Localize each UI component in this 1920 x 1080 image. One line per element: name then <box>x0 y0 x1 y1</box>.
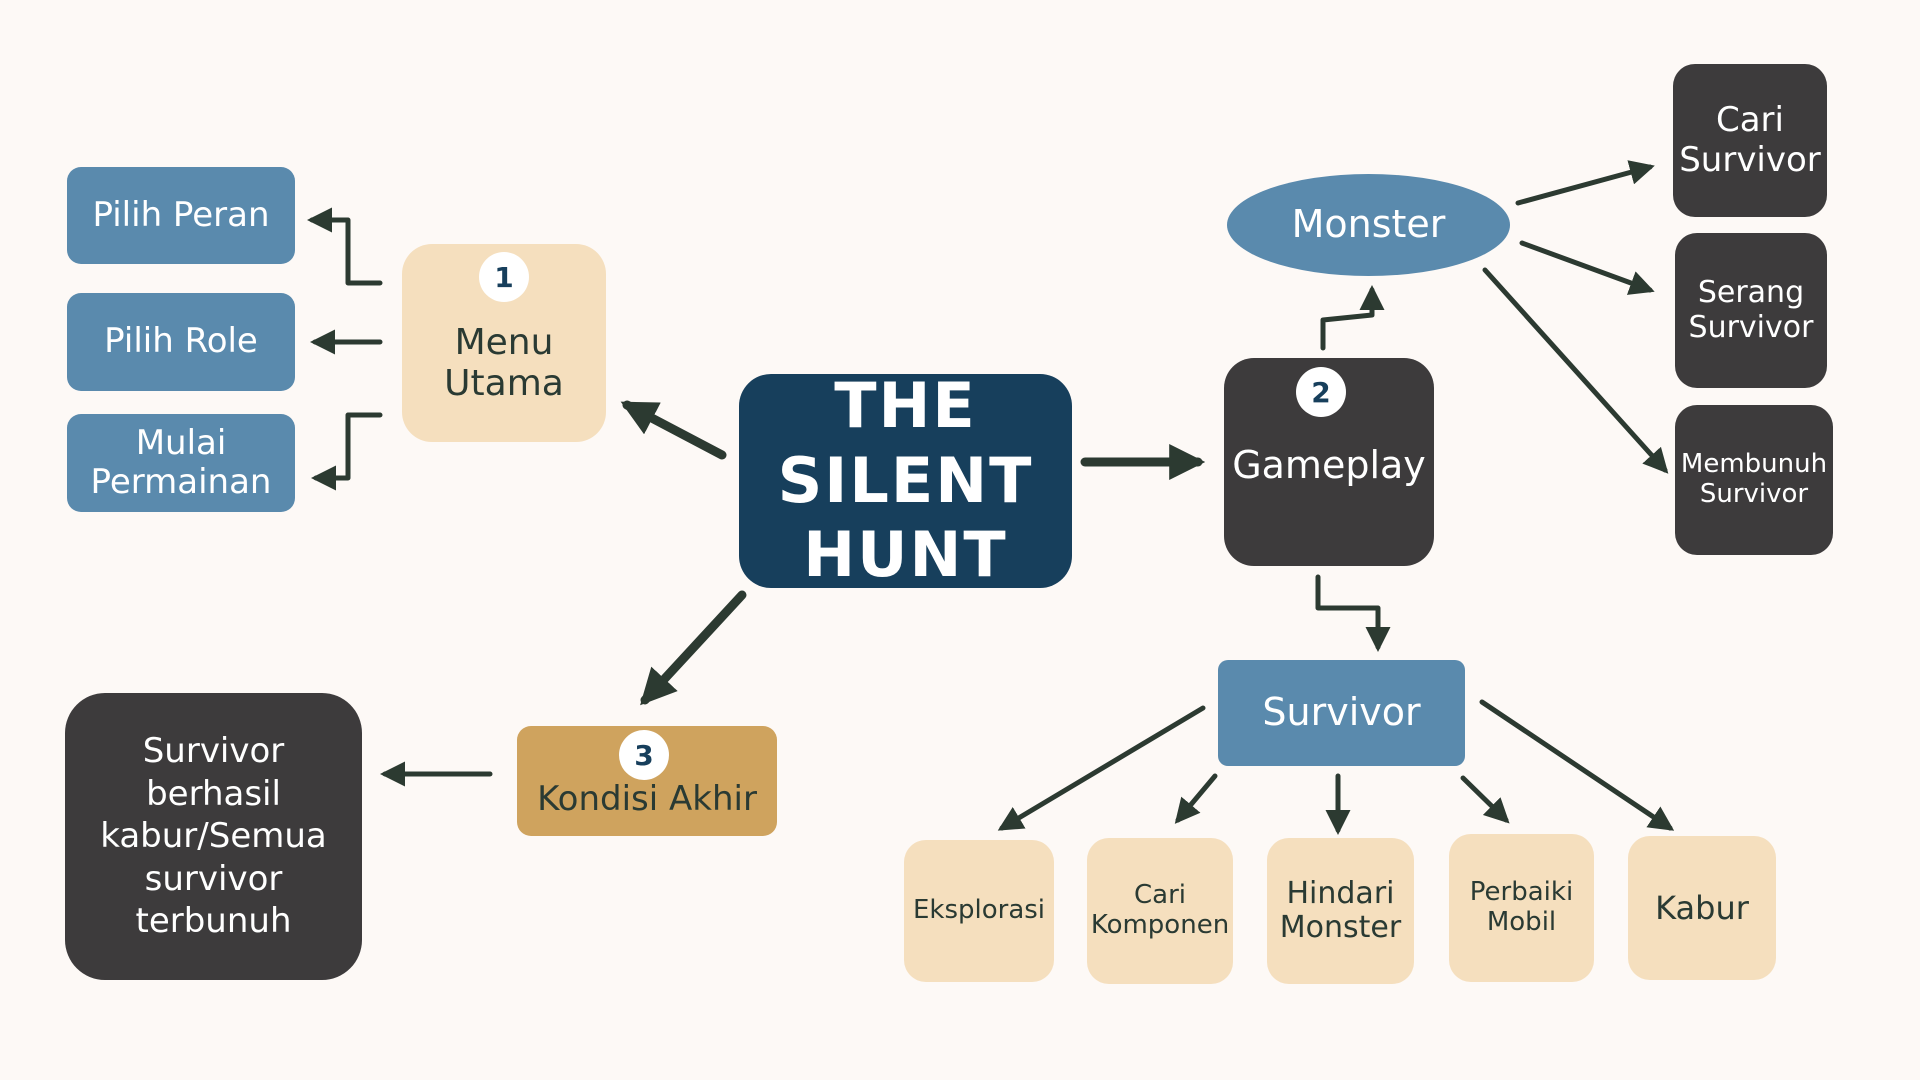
survivor-action-kabur: Kabur <box>1628 836 1776 980</box>
arrow-center-to-end <box>640 590 747 706</box>
arrow-survivor-to-eksplorasi <box>997 705 1206 831</box>
survivor-action-kabur-label: Kabur <box>1655 888 1749 927</box>
monster-action-cari-survivor: Cari Survivor <box>1673 64 1827 217</box>
arrow-monster-to-serang <box>1519 240 1655 295</box>
survivor-node: Survivor <box>1218 660 1465 766</box>
arrow-survivor-to-kabur <box>1479 699 1675 831</box>
menu-item-pilih-role: Pilih Role <box>67 293 295 391</box>
end-result-label: Survivor berhasil kabur/Semua survivor t… <box>100 731 327 942</box>
central-title: THE SILENT HUNT <box>777 369 1034 592</box>
menu-item-mulai-permainan-label: Mulai Permainan <box>90 422 272 502</box>
arrow-gameplay-to-survivor <box>1315 574 1391 652</box>
survivor-action-hindari-monster: Hindari Monster <box>1267 838 1414 984</box>
menu-item-pilih-role-label: Pilih Role <box>104 321 258 362</box>
arrow-center-to-menu <box>620 400 727 460</box>
arrow-menu-to-mulai <box>311 412 383 491</box>
survivor-label: Survivor <box>1262 690 1421 735</box>
survivor-action-cari-komponen: Cari Komponen <box>1087 838 1233 984</box>
gameplay-label: Gameplay <box>1232 443 1426 488</box>
monster-label: Monster <box>1291 202 1446 247</box>
survivor-action-perbaiki-mobil-label: Perbaiki Mobil <box>1469 877 1574 937</box>
menu-utama-label: Menu Utama <box>444 321 564 404</box>
gameplay-step-badge: 2 <box>1296 367 1346 417</box>
survivor-action-hindari-monster-label: Hindari Monster <box>1279 875 1402 945</box>
arrow-survivor-to-perbaiki <box>1460 775 1510 824</box>
menu-item-pilih-peran: Pilih Peran <box>67 167 295 264</box>
menu-step-badge: 1 <box>479 252 529 302</box>
arrow-monster-to-membunuh <box>1482 267 1669 474</box>
arrow-gameplay-to-monster <box>1320 285 1385 351</box>
survivor-action-perbaiki-mobil: Perbaiki Mobil <box>1449 834 1594 982</box>
central-title-node: THE SILENT HUNT <box>739 369 1072 591</box>
monster-action-serang-survivor: Serang Survivor <box>1675 233 1827 388</box>
monster-action-membunuh-survivor: Membunuh Survivor <box>1675 405 1833 555</box>
menu-item-pilih-peran-label: Pilih Peran <box>92 194 270 235</box>
survivor-action-cari-komponen-label: Cari Komponen <box>1090 880 1230 940</box>
monster-action-membunuh-survivor-label: Membunuh Survivor <box>1680 449 1828 509</box>
kondisi-akhir-label: Kondisi Akhir <box>537 779 757 820</box>
end-step-badge: 3 <box>619 730 669 780</box>
menu-item-mulai-permainan: Mulai Permainan <box>67 414 295 512</box>
arrow-survivor-to-cari-komponen <box>1174 773 1218 824</box>
survivor-action-eksplorasi-label: Eksplorasi <box>912 895 1046 926</box>
survivor-action-eksplorasi: Eksplorasi <box>904 840 1054 982</box>
monster-node: Monster <box>1227 174 1510 276</box>
arrow-menu-to-pilih-peran <box>307 207 383 286</box>
end-result-node: Survivor berhasil kabur/Semua survivor t… <box>65 693 362 980</box>
arrow-monster-to-cari <box>1515 160 1655 206</box>
monster-action-serang-survivor-label: Serang Survivor <box>1688 275 1814 345</box>
monster-action-cari-survivor-label: Cari Survivor <box>1679 100 1821 180</box>
